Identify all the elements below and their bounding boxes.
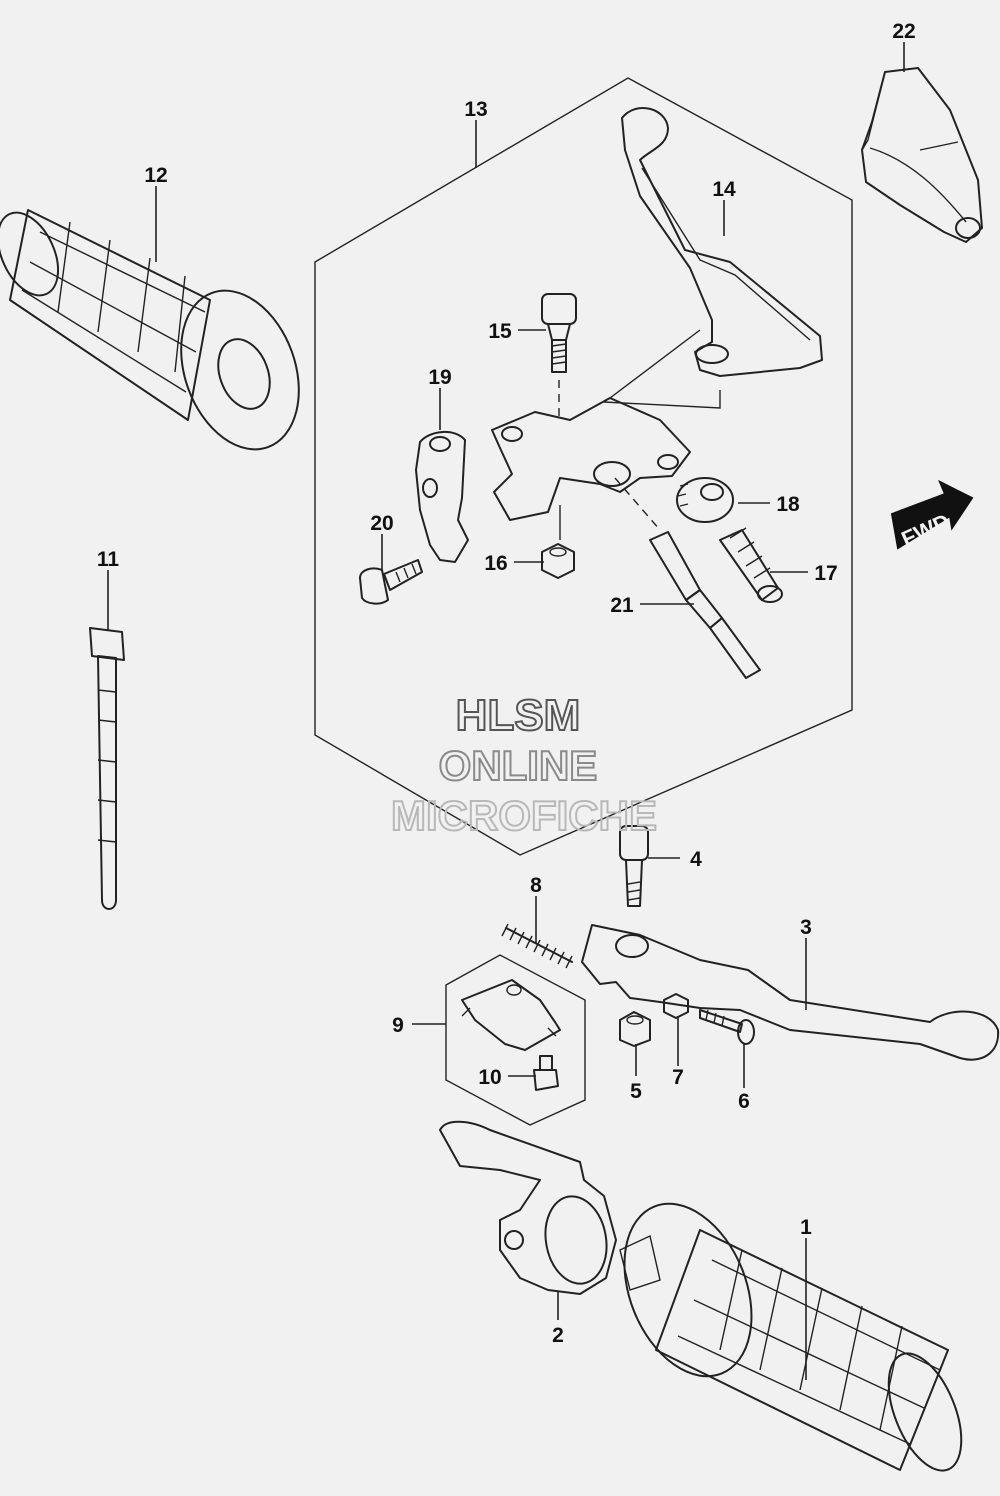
- callout-5: 5: [630, 1080, 642, 1103]
- part-8-spring: [501, 923, 573, 969]
- part-9-switch: [461, 979, 561, 1051]
- part-15-pivot-bolt: [541, 293, 577, 420]
- callout-19: 19: [428, 366, 451, 389]
- watermark-line-3: MICROFICHE: [391, 792, 657, 839]
- callout-20: 20: [370, 512, 393, 535]
- part-11-cable-tie: [89, 627, 125, 910]
- callout-14: 14: [712, 178, 736, 201]
- callout-18: 18: [776, 493, 800, 516]
- callout-10: 10: [478, 1066, 501, 1089]
- leader-lines: [107, 42, 905, 1380]
- part-19-clamp: [415, 431, 469, 563]
- callout-4: 4: [690, 848, 702, 871]
- part-10-screw: [533, 1055, 559, 1091]
- part-16-nut: [541, 543, 575, 579]
- callout-8: 8: [530, 874, 542, 897]
- callout-2: 2: [552, 1324, 564, 1347]
- callout-9: 9: [392, 1014, 404, 1037]
- callout-3: 3: [800, 916, 812, 939]
- callout-6: 6: [738, 1090, 750, 1113]
- part-1-right-grip: [619, 1202, 963, 1472]
- watermark-line-2: ONLINE: [439, 742, 598, 789]
- part-22-lever-cover: [861, 67, 983, 243]
- watermark: HLSM ONLINE MICROFICHE: [390, 690, 658, 840]
- fwd-arrow: FWD: [890, 479, 974, 552]
- callout-21: 21: [610, 594, 634, 617]
- watermark-line-1: HLSM: [456, 691, 581, 740]
- callout-12: 12: [144, 164, 167, 187]
- part-12-left-grip: [0, 209, 300, 451]
- part-7-nut: [663, 993, 689, 1019]
- part-2-throttle-housing: [439, 1120, 617, 1295]
- callout-13: 13: [464, 98, 487, 121]
- callout-7: 7: [672, 1066, 684, 1089]
- callout-labels: 22 13 12 14 15 19 18 20 16 17 21 11 4 8 …: [97, 20, 916, 1347]
- part-21-cable: [614, 477, 761, 679]
- part-20-clamp-bolt: [359, 559, 423, 605]
- part-13-lever-holder: [491, 329, 721, 540]
- callout-11: 11: [97, 548, 120, 571]
- callout-22: 22: [892, 20, 915, 43]
- assembly-13-outline: [314, 77, 853, 856]
- part-18-adjuster-ring: [676, 477, 734, 523]
- part-6-screw: [699, 1009, 755, 1045]
- part-14-clutch-lever: [621, 107, 823, 377]
- part-4-bolt: [619, 825, 649, 907]
- callout-1: 1: [800, 1216, 812, 1239]
- part-9-box: [445, 954, 586, 1126]
- callout-16: 16: [484, 552, 507, 575]
- part-17-adjuster: [719, 527, 783, 603]
- part-3-brake-lever: [581, 924, 1000, 1061]
- callout-15: 15: [488, 320, 512, 343]
- callout-17: 17: [814, 562, 837, 585]
- part-5-nut: [619, 1011, 651, 1047]
